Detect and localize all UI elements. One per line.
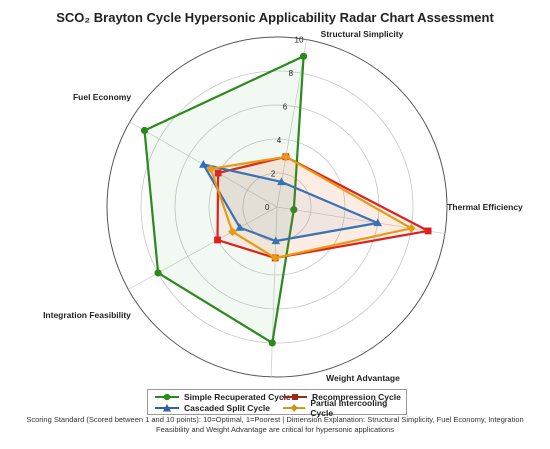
data-point-triangle [277,177,286,186]
chart-title: SCO₂ Brayton Cycle Hypersonic Applicabil… [56,10,494,25]
legend-marker-square [283,393,307,400]
legend-label: Simple Recuperated Cycle [184,391,291,402]
data-point-circle [268,339,276,347]
radial-tick-label: 6 [283,103,288,112]
legend-label: Recompression Cycle [312,391,401,402]
legend-item-cascaded-split: Cascaded Split Cycle [154,402,270,413]
series-fill [210,156,412,258]
data-point-triangle [235,223,245,231]
radial-tick-label: 4 [277,136,282,145]
chart-legend: Simple Recuperated Cycle Recompression C… [147,389,407,418]
data-point-diamond [228,227,237,237]
radar-series [140,52,432,347]
footnote: Scoring Standard (Scored between 1 and 1… [20,415,530,435]
grid-ring [140,70,414,344]
series-line [143,55,305,344]
data-point-circle [140,126,149,135]
grid-ring [208,138,346,276]
data-point-diamond [281,152,291,162]
data-point-diamond [270,253,280,263]
radial-tick-label: 2 [271,170,276,179]
series-line [209,155,413,260]
data-point-diamond [407,223,416,233]
legend-marker-circle [155,393,179,400]
data-point-circle [299,52,308,60]
series-fill [203,164,378,241]
axis-label: Integration Feasibility [43,310,131,320]
data-point-circle [290,206,298,214]
data-point-triangle [199,160,208,168]
data-point-diamond [206,164,216,174]
grid-spoke [276,206,445,234]
axis-label: Weight Advantage [326,373,400,383]
legend-marker-triangle [155,403,179,411]
legend-label: Cascaded Split Cycle [184,402,270,413]
legend-marker-diamond [282,403,306,412]
series-fill [217,156,429,258]
legend-item-simple-recuperated: Simple Recuperated Cycle [154,391,291,402]
data-point-triangle [271,236,281,245]
axis-label: Thermal Efficiency [447,202,523,212]
legend-item-partial-intercooling: Partial Intercooling Cycle [282,398,406,418]
grid-ring [106,36,448,378]
data-point-square [214,236,221,244]
data-point-square [214,169,222,177]
data-point-triangle [373,218,383,227]
legend-item-recompression: Recompression Cycle [282,391,401,402]
radial-tick-label: 10 [295,36,304,45]
grid-spoke [128,206,278,290]
axis-label: Structural Simplicity [321,29,404,39]
legend-label: Partial Intercooling Cycle [310,397,388,418]
data-point-circle [154,269,162,277]
axis-label: Fuel Economy [73,92,131,102]
radial-tick-label: 8 [289,69,294,78]
grid-spoke [270,206,278,377]
footnote-line-2: Feasibility and Weight Advantage are cri… [156,425,394,434]
footnote-line-1: Scoring Standard (Scored between 1 and 1… [26,415,524,424]
data-point-square [424,227,432,235]
radial-tick-label: 0 [265,203,270,212]
